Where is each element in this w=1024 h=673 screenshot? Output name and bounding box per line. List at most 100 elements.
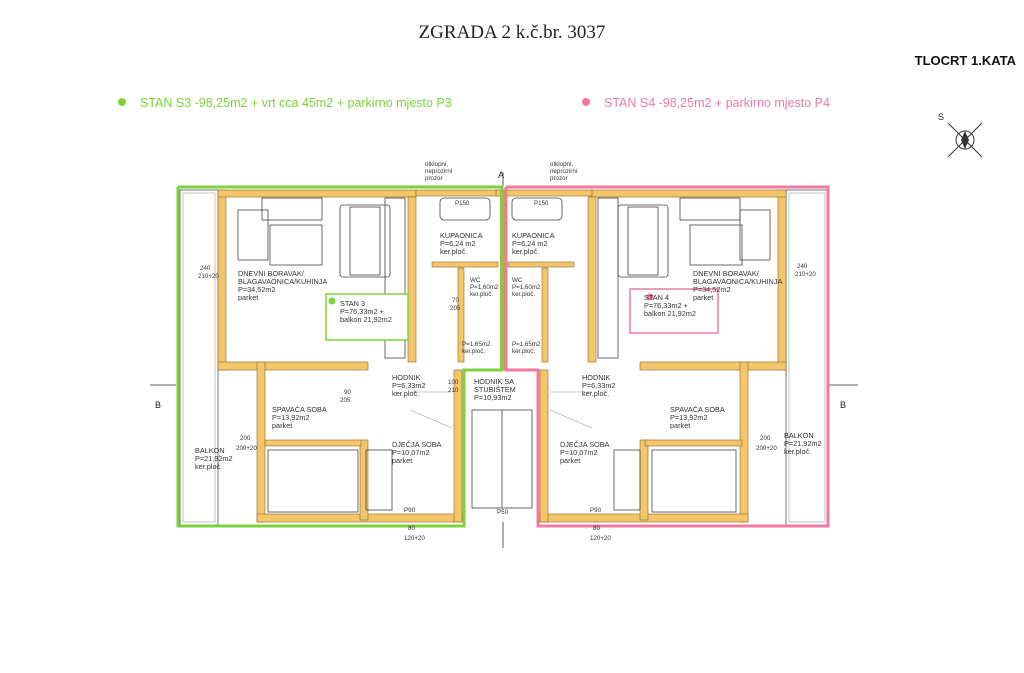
window-right-note-line-1: neprozirni: [550, 168, 577, 175]
legend-s3-dot-icon: [118, 98, 126, 106]
legend-s4: STAN S4 -98,25m2 + parkirno mjesto P4: [582, 96, 830, 110]
dim-200-right: 200: [760, 435, 771, 442]
kid-left-label-line-2: parket: [392, 456, 412, 465]
closet-right-label-line-1: ker.ploč.: [512, 348, 535, 355]
bath-left-label-line-0: KUPAONICA: [440, 231, 483, 240]
closet-left-label-line-0: P=1,65m2: [462, 341, 491, 348]
dim-205-hall-left: 205: [340, 397, 351, 404]
unit-s3-label-line-2: balkon 21,92m2: [340, 315, 392, 324]
dim-p150-left: P150: [455, 200, 470, 207]
unit-s4-outline: [504, 185, 830, 528]
living-left-label-line-0: DNEVNI BORAVAK/: [238, 269, 305, 278]
balcony-left-label-line-2: ker.ploč.: [195, 462, 222, 471]
balcony-right-label-line-1: P=21,92m2: [784, 439, 822, 448]
living-right-label-line-1: BLAGAVAONICA/KUHINJA: [693, 277, 782, 286]
walls: [217, 189, 787, 523]
bed-right-label-line-2: parket: [670, 421, 690, 430]
window-left-note-line-1: neprozirni: [425, 168, 452, 175]
unit-s4-label-line-1: P=76,33m2 +: [644, 301, 688, 310]
section-b-left: B: [155, 400, 161, 410]
unit-s4-label-line-0: STAN 4: [644, 293, 669, 302]
dim-210-left: 210: [448, 387, 459, 394]
kid-left-label-line-1: P=10,07m2: [392, 448, 430, 457]
unit-s4-label-line-2: balkon 21,92m2: [644, 309, 696, 318]
living-left-label-line-1: BLAGAVAONICA/KUHINJA: [238, 277, 327, 286]
bath-left-label-line-2: ker.ploč.: [440, 247, 467, 256]
closet-right-label-line-0: P=1,65m2: [512, 341, 541, 348]
legend-s3-text: STAN S3 -98,25m2 + vrt cca 45m2 + parkir…: [140, 96, 452, 110]
hall-right-label-line-0: HODNIK: [582, 373, 611, 382]
hall-left-label-line-0: HODNIK: [392, 373, 421, 382]
balcony-left-label-line-1: P=21,92m2: [195, 454, 233, 463]
dim-80-left: 80: [408, 525, 415, 532]
unit-s3-label-line-1: P=76,33m2 +: [340, 307, 384, 316]
balcony-right-label-line-2: ker.ploč.: [784, 447, 811, 456]
plan-title: ZGRADA 2 k.č.br. 3037: [418, 22, 606, 43]
legend-s4-text: STAN S4 -98,25m2 + parkirno mjesto P4: [604, 96, 830, 110]
unit-s3-outline: [176, 185, 504, 528]
kid-right-label-line-1: P=10,07m2: [560, 448, 598, 457]
bed-left-label-line-0: SPAVAĆA SOBA: [272, 405, 327, 414]
dim-120-20-left: 120+20: [404, 535, 425, 542]
balcony-right: [785, 189, 829, 526]
dim-200-left: 200: [240, 435, 251, 442]
kid-right-label-line-2: parket: [560, 456, 580, 465]
dim-p50: P50: [497, 509, 509, 516]
wc-right-label-line-2: ker.ploč.: [512, 291, 535, 298]
window-right-note-line-2: prozor: [550, 175, 568, 182]
dim-100-left: 100: [448, 379, 459, 386]
unit-s3-dot-icon: [328, 297, 336, 305]
bed-left-label-line-2: parket: [272, 421, 292, 430]
dim-200-20-left: 200+20: [236, 445, 257, 452]
dim-p90-right: P90: [590, 507, 602, 514]
bath-left-label-line-1: P=6,24 m2: [440, 239, 476, 248]
dim-240-left: 240: [200, 265, 211, 272]
wc-right-label-line-1: P=1,60m2: [512, 284, 541, 291]
bath-right-label-line-2: ker.ploč.: [512, 247, 539, 256]
living-left-label-line-3: parket: [238, 293, 258, 302]
bed-left-label-line-1: P=13,92m2: [272, 413, 310, 422]
window-left-note-line-0: otklopni,: [425, 161, 448, 168]
balcony-right-label-line-0: BALKON: [784, 431, 814, 440]
stair-label-line-2: P=10,93m2: [474, 393, 512, 402]
wc-left-label-line-2: ker.ploč.: [470, 291, 493, 298]
balcony-left-label-line-0: BALKON: [195, 446, 225, 455]
unit-s4-box: [629, 288, 719, 334]
legend-s4-dot-icon: [582, 98, 590, 106]
wc-right-label-line-0: WC: [512, 277, 523, 284]
section-a-top: A: [498, 170, 504, 180]
dim-120-20-right: 120+20: [590, 535, 611, 542]
bath-right-label-line-1: P=6,24 m2: [512, 239, 548, 248]
dim-p90-left: P90: [404, 507, 416, 514]
legend-s3: STAN S3 -98,25m2 + vrt cca 45m2 + parkir…: [118, 96, 452, 110]
kid-right-label-line-0: DJEČJA SOBA: [560, 440, 610, 449]
dim-240-right: 240: [797, 263, 808, 270]
compass-label: S: [938, 112, 944, 122]
wc-left-label-line-1: P=1,60m2: [470, 284, 499, 291]
dim-70-left: 70: [452, 297, 459, 304]
living-right-label-line-2: P=34,52m2: [693, 285, 731, 294]
unit-s3-label-line-0: STAN 3: [340, 299, 365, 308]
unit-s3-box: [325, 293, 409, 341]
living-right-label-line-0: DNEVNI BORAVAK/: [693, 269, 760, 278]
living-right-label-line-3: parket: [693, 293, 713, 302]
bed-right-label-line-1: P=13,92m2: [670, 413, 708, 422]
bed-right-label-line-0: SPAVAĆA SOBA: [670, 405, 725, 414]
hall-left-label-line-2: ker.ploč.: [392, 389, 419, 398]
bath-right-label-line-0: KUPAONICA: [512, 231, 555, 240]
dim-205-left: 205: [450, 305, 461, 312]
hall-right-label-line-1: P=6,33m2: [582, 381, 615, 390]
dim-90-left: 90: [344, 389, 351, 396]
dim-p150-right: P150: [534, 200, 549, 207]
dim-210-20-left: 210+20: [198, 273, 219, 280]
compass-icon: S: [938, 112, 983, 158]
furniture: [237, 197, 771, 513]
dim-200-20-right: 200+20: [756, 445, 777, 452]
balcony-left: [179, 189, 219, 526]
closet-left-label-line-1: ker.ploč.: [462, 348, 485, 355]
hall-right-label-line-2: ker.ploč.: [582, 389, 609, 398]
hatch-strips: [409, 391, 593, 429]
wc-left-label-line-0: WC: [470, 277, 481, 284]
dim-210-20-right: 210+20: [795, 271, 816, 278]
